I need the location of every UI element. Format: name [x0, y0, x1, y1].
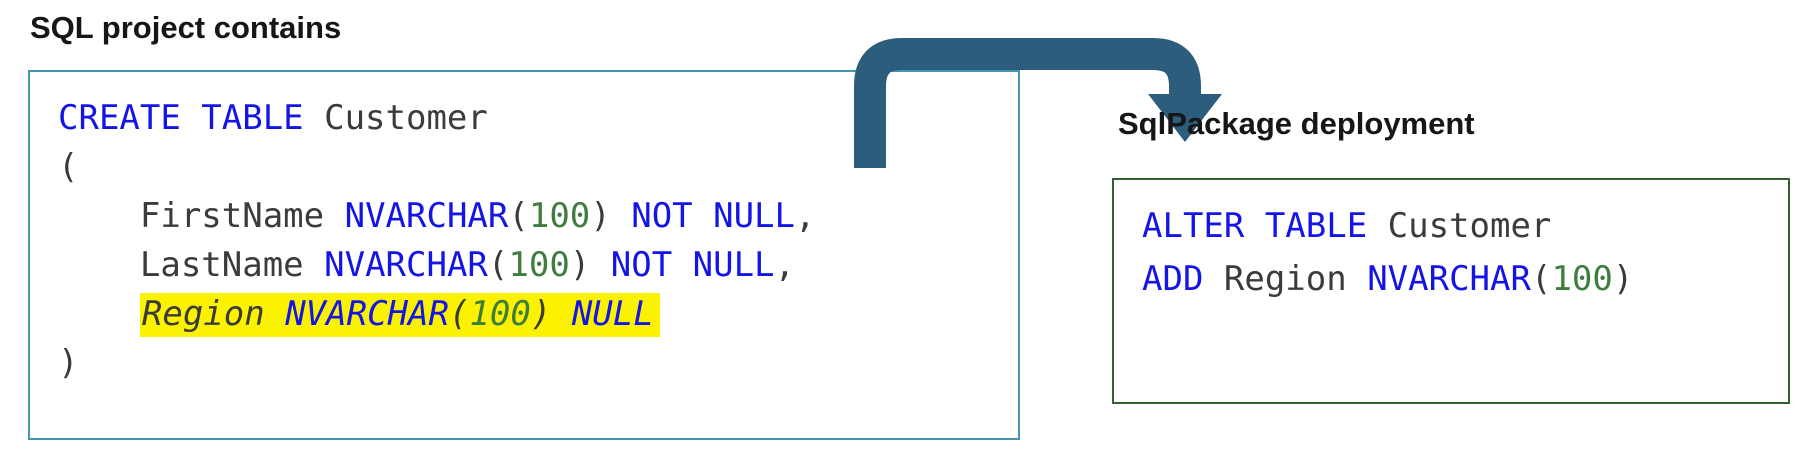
code-line: FirstName NVARCHAR(100) NOT NULL, [139, 196, 816, 236]
highlighted-code: Region NVARCHAR(100) NULL [139, 293, 660, 337]
sql-project-code: CREATE TABLE Customer ( FirstName NVARCHA… [30, 72, 1018, 410]
code-line: ( [58, 147, 79, 187]
code-line: ADD Region NVARCHAR(100) [1142, 259, 1634, 299]
sql-project-code-box: CREATE TABLE Customer ( FirstName NVARCHA… [28, 70, 1020, 440]
code-line: ALTER TABLE Customer [1142, 206, 1552, 246]
code-line: CREATE TABLE Customer [58, 98, 488, 138]
right-panel-title: SqlPackage deployment [1118, 106, 1475, 141]
left-panel-title: SQL project contains [30, 10, 342, 45]
code-line: ) [58, 343, 79, 383]
code-line: Region NVARCHAR(100) NULL [58, 290, 990, 339]
code-line: LastName NVARCHAR(100) NOT NULL, [139, 245, 795, 285]
